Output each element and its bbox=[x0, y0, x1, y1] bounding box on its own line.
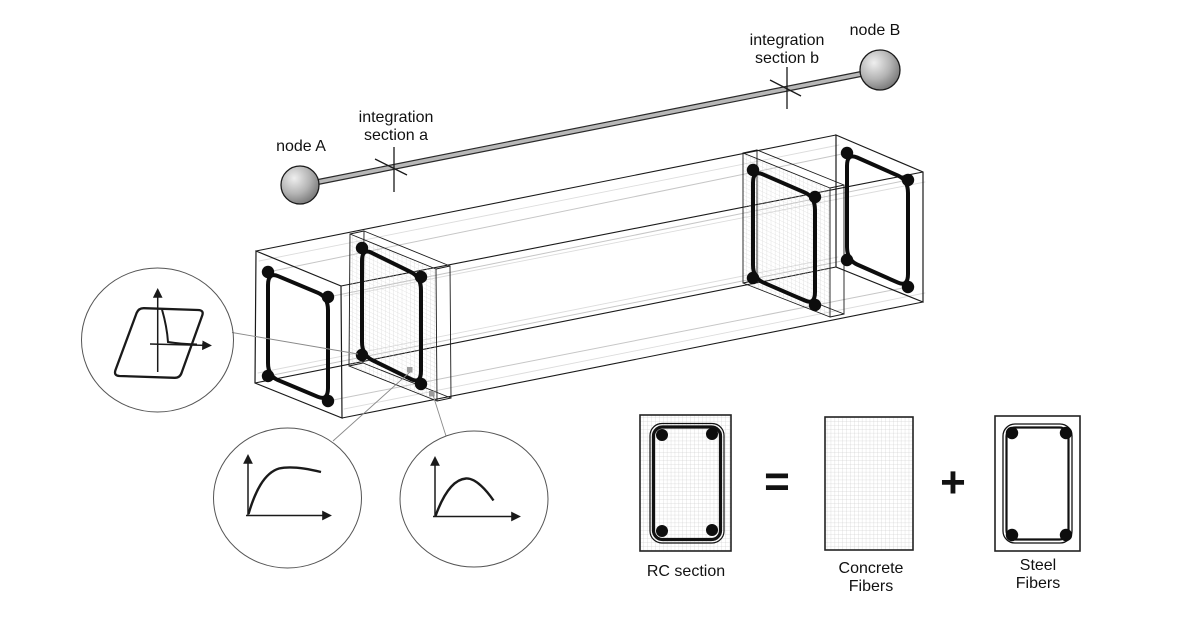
rebar-dot bbox=[901, 280, 915, 294]
rc-section-panel bbox=[639, 414, 732, 552]
slab-edge bbox=[349, 230, 365, 235]
rebar-dot bbox=[1059, 528, 1073, 542]
node-b-label: node B bbox=[850, 22, 901, 39]
slab-edge bbox=[742, 149, 758, 154]
integration-tick-a bbox=[374, 147, 408, 192]
connector-to-cover-fiber bbox=[432, 394, 447, 437]
hysteresis-loop-curve bbox=[113, 307, 204, 379]
rebar-dot bbox=[808, 298, 822, 312]
concrete-curve-inset bbox=[399, 430, 549, 568]
rebar-cage-end-b bbox=[845, 154, 910, 286]
beam-edge-top-left bbox=[255, 134, 837, 252]
rebar-cage-end-a bbox=[266, 273, 330, 400]
node-b-sphere bbox=[859, 49, 901, 91]
rebar-dot bbox=[321, 394, 335, 408]
inset-circle bbox=[81, 267, 234, 413]
concrete-label-line1: Concrete bbox=[839, 560, 904, 577]
inset-circle bbox=[399, 430, 549, 568]
node-a-label: node A bbox=[276, 138, 326, 155]
rebar-dot bbox=[261, 265, 275, 279]
beam-box bbox=[254, 134, 926, 419]
steel-label-line1: Steel bbox=[1020, 557, 1056, 574]
connector-to-steel-rebar bbox=[231, 332, 359, 355]
rebar-dot bbox=[706, 428, 718, 440]
hysteresis-inner-branch bbox=[161, 309, 198, 346]
elastic-plastic-curve bbox=[247, 466, 322, 515]
rebar-dot bbox=[656, 429, 668, 441]
element-rod-fill bbox=[317, 72, 862, 184]
rebar-dot bbox=[746, 271, 760, 285]
slab-edge bbox=[348, 362, 364, 367]
rebar-dot bbox=[840, 146, 854, 160]
concrete-fibers-label: Concrete Fibers bbox=[839, 560, 904, 595]
stirrup-outer bbox=[649, 422, 725, 544]
rebar-dot bbox=[414, 377, 428, 391]
tick-slash bbox=[769, 79, 802, 97]
highlighted-fiber-square bbox=[407, 367, 413, 373]
concrete-fibers-panel bbox=[824, 416, 914, 551]
integration-b-line1: integration bbox=[750, 32, 825, 49]
connector-to-core-fiber bbox=[332, 371, 411, 442]
inset-axes bbox=[243, 454, 332, 521]
end-face-a bbox=[254, 250, 343, 419]
end-face-b bbox=[835, 134, 924, 303]
rebar-dot bbox=[656, 525, 668, 537]
rc-section-label: RC section bbox=[647, 563, 725, 580]
steel-curve-inset bbox=[213, 427, 362, 569]
highlighted-fiber-square bbox=[429, 391, 435, 397]
inset-axes bbox=[430, 456, 521, 522]
rebar-dot bbox=[901, 173, 915, 187]
integration-section-a-label: integration section a bbox=[359, 109, 434, 144]
integration-tick-b bbox=[769, 67, 802, 109]
tick-slash bbox=[374, 158, 408, 176]
concrete-label-line2: Fibers bbox=[849, 578, 893, 595]
integration-a-line2: section a bbox=[364, 127, 428, 144]
integration-b-line2: section b bbox=[755, 50, 819, 67]
rebar-dot bbox=[1005, 528, 1019, 542]
element-line bbox=[280, 49, 901, 205]
inset-circle bbox=[213, 427, 362, 569]
rebar-dot bbox=[746, 163, 760, 177]
integration-a-line1: integration bbox=[359, 109, 434, 126]
rebar-dot bbox=[808, 190, 822, 204]
rebar-dot bbox=[1059, 426, 1073, 440]
slab-edge bbox=[829, 313, 845, 318]
steel-fibers-label: Steel Fibers bbox=[1016, 557, 1060, 592]
slab-edge bbox=[829, 184, 845, 189]
rebar-dot bbox=[261, 369, 275, 383]
slab-edge bbox=[436, 397, 452, 402]
rebar-dot bbox=[1005, 426, 1019, 440]
rebar-dot bbox=[706, 524, 718, 536]
rebar-dot bbox=[321, 290, 335, 304]
concrete-panel-outline bbox=[824, 416, 914, 551]
axis-horizontal bbox=[149, 340, 212, 351]
rebar-dots bbox=[261, 146, 915, 408]
connector-lines bbox=[231, 332, 447, 442]
stirrup-inner bbox=[1005, 426, 1070, 541]
beam-edge-bottom-front bbox=[341, 301, 924, 419]
rebar-dot bbox=[414, 270, 428, 284]
rebar-dot bbox=[355, 241, 369, 255]
integration-section-b-label: integration section b bbox=[750, 32, 825, 67]
steel-label-line2: Fibers bbox=[1016, 575, 1060, 592]
rebar-dot bbox=[355, 348, 369, 362]
inset-axes bbox=[149, 288, 212, 372]
equals-sign: = bbox=[764, 457, 790, 506]
steel-fibers-panel bbox=[994, 415, 1081, 552]
stirrup-outer bbox=[1002, 423, 1073, 544]
slab-edge bbox=[435, 265, 451, 270]
plus-sign: + bbox=[940, 458, 966, 507]
parabolic-curve bbox=[434, 477, 495, 517]
stirrup-inner bbox=[651, 425, 723, 542]
node-a-sphere bbox=[280, 165, 320, 205]
rebar-dot bbox=[840, 253, 854, 267]
steel-hysteresis-inset bbox=[81, 267, 234, 413]
